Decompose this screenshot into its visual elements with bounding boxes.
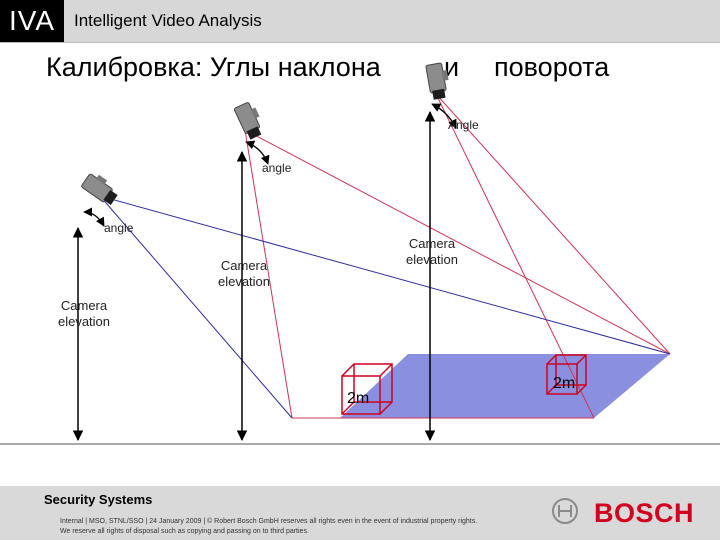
footer-bar: Security Systems Internal | MSO, STNL/SS… bbox=[0, 486, 720, 540]
camera-icon bbox=[425, 62, 449, 100]
reference-cube-right bbox=[546, 354, 587, 395]
footer-legal-line2: We reserve all rights of disposal such a… bbox=[60, 528, 309, 535]
angle-label-right: Angle bbox=[448, 118, 479, 132]
footer-legal: Internal | MSO, STNL/SSO | 24 January 20… bbox=[60, 517, 560, 537]
slide-title-part2: и bbox=[444, 52, 460, 82]
fov-line-mid-camera-b bbox=[244, 129, 293, 419]
elevation-label-left-line1: Camera bbox=[60, 298, 108, 313]
camera-icon bbox=[81, 173, 118, 205]
elevation-label-mid-line2: elevation bbox=[217, 274, 271, 289]
fov-line-left-camera-a bbox=[99, 195, 671, 355]
elevation-label-right-line1: Camera bbox=[408, 236, 456, 251]
fov-line-mid-camera-a bbox=[244, 129, 671, 355]
angle-arc-mid bbox=[245, 140, 270, 165]
reference-cube-left bbox=[341, 363, 393, 415]
header-bar: IVA Intelligent Video Analysis bbox=[0, 0, 720, 43]
cube-label-right: 2m bbox=[553, 375, 576, 392]
elevation-label-right-line2: elevation bbox=[405, 252, 459, 267]
camera-icon bbox=[233, 102, 262, 140]
elevation-label-right: Camera elevation bbox=[400, 236, 464, 268]
footer-company: Security Systems bbox=[44, 492, 153, 507]
angle-arc-left bbox=[83, 207, 105, 227]
slide-title-part1: Калибровка: Углы наклона bbox=[46, 52, 381, 82]
elevation-label-mid-line1: Camera bbox=[220, 258, 268, 273]
angle-label-mid: angle bbox=[262, 161, 292, 175]
angle-label-left: angle bbox=[104, 221, 134, 235]
product-badge: IVA bbox=[0, 0, 64, 42]
elevation-label-left: Camera elevation bbox=[52, 298, 116, 330]
elevation-label-left-line2: elevation bbox=[57, 314, 111, 329]
slide-title-part3: поворота bbox=[494, 52, 610, 82]
footer-legal-line1: Internal | MSO, STNL/SSO | 24 January 20… bbox=[60, 518, 478, 525]
elevation-label-mid: Camera elevation bbox=[212, 258, 276, 290]
header-subtitle: Intelligent Video Analysis bbox=[74, 11, 262, 30]
bosch-armature-icon bbox=[552, 498, 578, 524]
ground-plane bbox=[340, 354, 670, 418]
bosch-logo: BOSCH bbox=[594, 498, 695, 528]
angle-arc-right bbox=[431, 103, 457, 129]
cube-label-left: 2m bbox=[347, 390, 370, 407]
fov-line-left-camera-b bbox=[99, 195, 293, 419]
fov-line-right-camera-a bbox=[435, 93, 671, 355]
calibration-diagram bbox=[0, 62, 720, 445]
